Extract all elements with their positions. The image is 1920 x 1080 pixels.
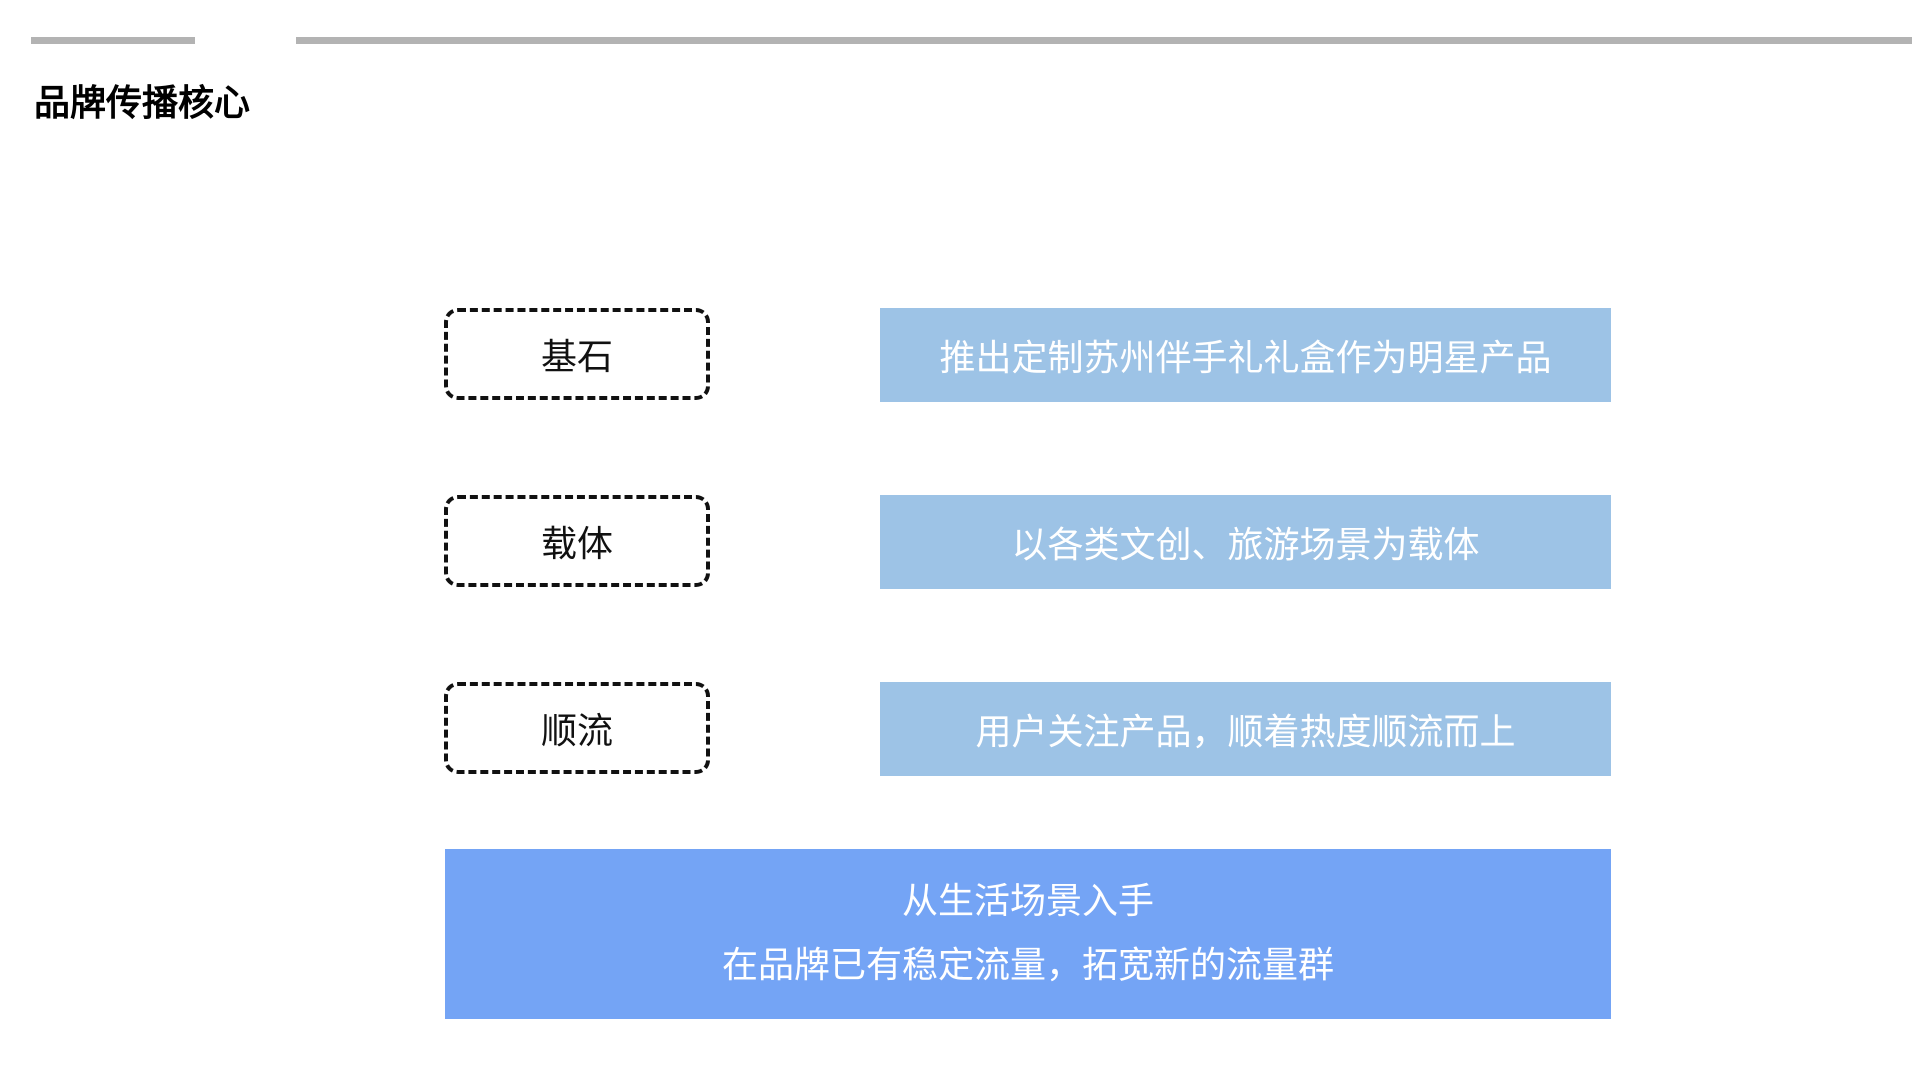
top-divider-long — [296, 37, 1912, 44]
summary-line-1: 从生活场景入手 — [901, 881, 1154, 922]
label-box-flow: 顺流 — [444, 682, 710, 774]
page-title: 品牌传播核心 — [34, 83, 251, 124]
desc-box-carrier: 以各类文创、旅游场景为载体 — [880, 495, 1611, 589]
desc-box-flow: 用户关注产品，顺着热度顺流而上 — [880, 682, 1611, 776]
desc-box-foundation: 推出定制苏州伴手礼礼盒作为明星产品 — [880, 308, 1611, 402]
summary-box: 从生活场景入手 在品牌已有稳定流量，拓宽新的流量群 — [445, 849, 1611, 1019]
summary-line-2: 在品牌已有稳定流量，拓宽新的流量群 — [721, 945, 1334, 986]
label-box-carrier: 载体 — [444, 495, 710, 587]
label-box-foundation: 基石 — [444, 308, 710, 400]
top-divider-short — [31, 37, 195, 44]
